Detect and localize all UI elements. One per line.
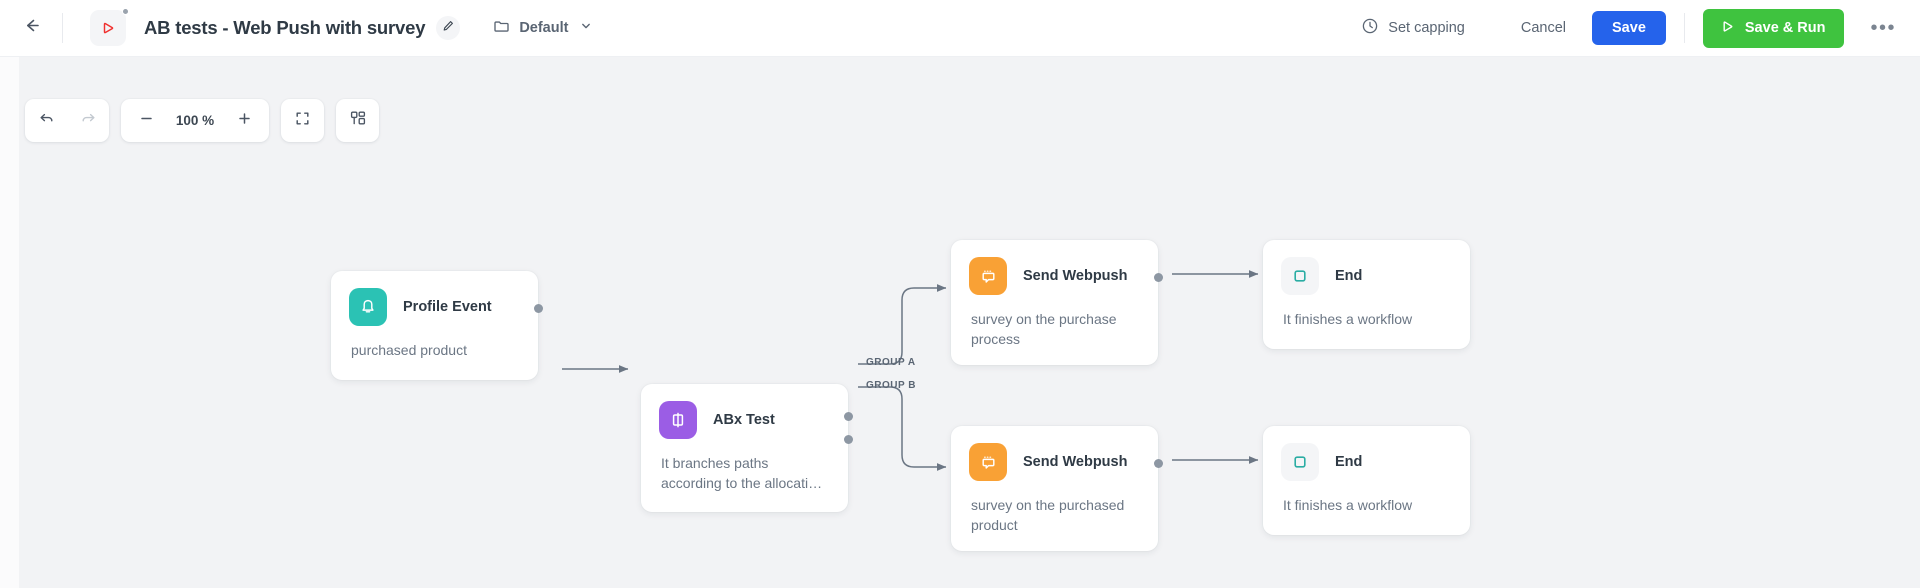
node-title: Profile Event bbox=[403, 299, 492, 315]
chevron-down-icon bbox=[580, 20, 592, 36]
arrow-left-icon bbox=[21, 15, 42, 41]
app-header: AB tests - Web Push with survey Default bbox=[0, 0, 1920, 57]
output-port[interactable] bbox=[1153, 459, 1163, 468]
pencil-icon bbox=[442, 19, 454, 37]
node-header: End bbox=[1263, 426, 1470, 481]
redo-button[interactable] bbox=[67, 99, 109, 142]
node-header: End bbox=[1263, 240, 1470, 295]
play-icon bbox=[1719, 18, 1736, 39]
fullscreen-icon bbox=[294, 110, 311, 132]
node-header: Send Webpush bbox=[951, 426, 1158, 481]
undo-arrow-icon bbox=[37, 109, 56, 133]
header-actions: Set capping Cancel Save Save & Run ••• bbox=[1361, 0, 1920, 56]
node-end-b[interactable]: End It finishes a workflow bbox=[1263, 426, 1470, 535]
auto-layout-button[interactable] bbox=[336, 99, 379, 142]
auto-layout-icon bbox=[349, 109, 367, 132]
node-header: Send Webpush bbox=[951, 240, 1158, 295]
output-port-group-a[interactable] bbox=[843, 412, 853, 421]
header-actions-divider bbox=[1683, 13, 1685, 43]
zoom-in-button[interactable] bbox=[223, 99, 265, 142]
node-send-webpush-b[interactable]: Send Webpush survey on the purchased pro… bbox=[951, 426, 1163, 551]
node-abx-test[interactable]: ABx Test It branches paths according to … bbox=[641, 384, 853, 512]
folder-selector[interactable]: Default bbox=[493, 18, 592, 39]
play-outline-red-icon bbox=[90, 10, 126, 46]
webpush-bubble-icon bbox=[969, 257, 1007, 295]
node-description: survey on the purchase process bbox=[971, 311, 1117, 347]
zoom-group: 100 % bbox=[121, 99, 269, 142]
node-title: End bbox=[1335, 454, 1363, 470]
node-header: Profile Event bbox=[331, 271, 538, 326]
webpush-bubble-icon bbox=[969, 443, 1007, 481]
folder-value: Default bbox=[519, 20, 569, 36]
save-and-run-label: Save & Run bbox=[1744, 20, 1826, 36]
set-capping-button[interactable]: Set capping bbox=[1361, 17, 1465, 39]
node-description: purchased product bbox=[351, 342, 467, 358]
workflow-canvas[interactable]: 100 % bbox=[0, 57, 1920, 588]
save-button[interactable]: Save bbox=[1592, 11, 1666, 45]
node-end-a[interactable]: End It finishes a workflow bbox=[1263, 240, 1470, 349]
back-button[interactable] bbox=[0, 0, 62, 57]
node-title: ABx Test bbox=[713, 412, 775, 428]
stop-square-icon bbox=[1281, 257, 1319, 295]
save-and-run-button[interactable]: Save & Run bbox=[1702, 8, 1845, 48]
edit-title-button[interactable] bbox=[436, 16, 461, 40]
cancel-button[interactable]: Cancel bbox=[1520, 20, 1567, 36]
node-description: It finishes a workflow bbox=[1283, 311, 1413, 327]
node-description: It branches paths according to the alloc… bbox=[661, 455, 823, 491]
bell-icon bbox=[349, 288, 387, 326]
zoom-level-value: 100 % bbox=[175, 113, 215, 128]
output-port[interactable] bbox=[533, 304, 543, 313]
node-header: ABx Test bbox=[641, 384, 848, 439]
page-title: AB tests - Web Push with survey bbox=[144, 17, 426, 38]
minus-icon bbox=[138, 110, 155, 132]
clock-icon bbox=[1361, 17, 1379, 39]
output-port-group-b[interactable] bbox=[843, 435, 853, 444]
node-profile-event[interactable]: Profile Event purchased product bbox=[331, 271, 543, 380]
ab-split-icon bbox=[659, 401, 697, 439]
output-port[interactable] bbox=[1153, 273, 1163, 282]
plus-icon bbox=[236, 110, 253, 132]
redo-arrow-icon bbox=[79, 109, 98, 133]
node-send-webpush-a[interactable]: Send Webpush survey on the purchase proc… bbox=[951, 240, 1163, 365]
header-left-group: AB tests - Web Push with survey Default bbox=[0, 0, 592, 56]
canvas-toolbar: 100 % bbox=[25, 99, 379, 142]
node-title: Send Webpush bbox=[1023, 454, 1128, 470]
layout-group bbox=[336, 99, 379, 142]
stop-square-icon bbox=[1281, 443, 1319, 481]
history-group bbox=[25, 99, 109, 142]
undo-button[interactable] bbox=[25, 99, 67, 142]
canvas-left-edge bbox=[0, 57, 19, 588]
branch-label-group-a: GROUP A bbox=[866, 357, 916, 368]
fit-to-screen-button[interactable] bbox=[281, 99, 324, 142]
branch-label-group-b: GROUP B bbox=[866, 380, 916, 391]
fit-view-group bbox=[281, 99, 324, 142]
zoom-out-button[interactable] bbox=[125, 99, 167, 142]
folder-icon bbox=[493, 18, 510, 39]
set-capping-label: Set capping bbox=[1388, 20, 1465, 36]
status-dot bbox=[122, 8, 129, 15]
node-description: survey on the purchased product bbox=[971, 497, 1125, 533]
more-options-button[interactable]: ••• bbox=[1870, 17, 1896, 39]
node-title: Send Webpush bbox=[1023, 268, 1128, 284]
header-divider bbox=[62, 13, 63, 43]
node-title: End bbox=[1335, 268, 1363, 284]
node-description: It finishes a workflow bbox=[1283, 497, 1413, 513]
workflow-badge bbox=[90, 8, 129, 46]
